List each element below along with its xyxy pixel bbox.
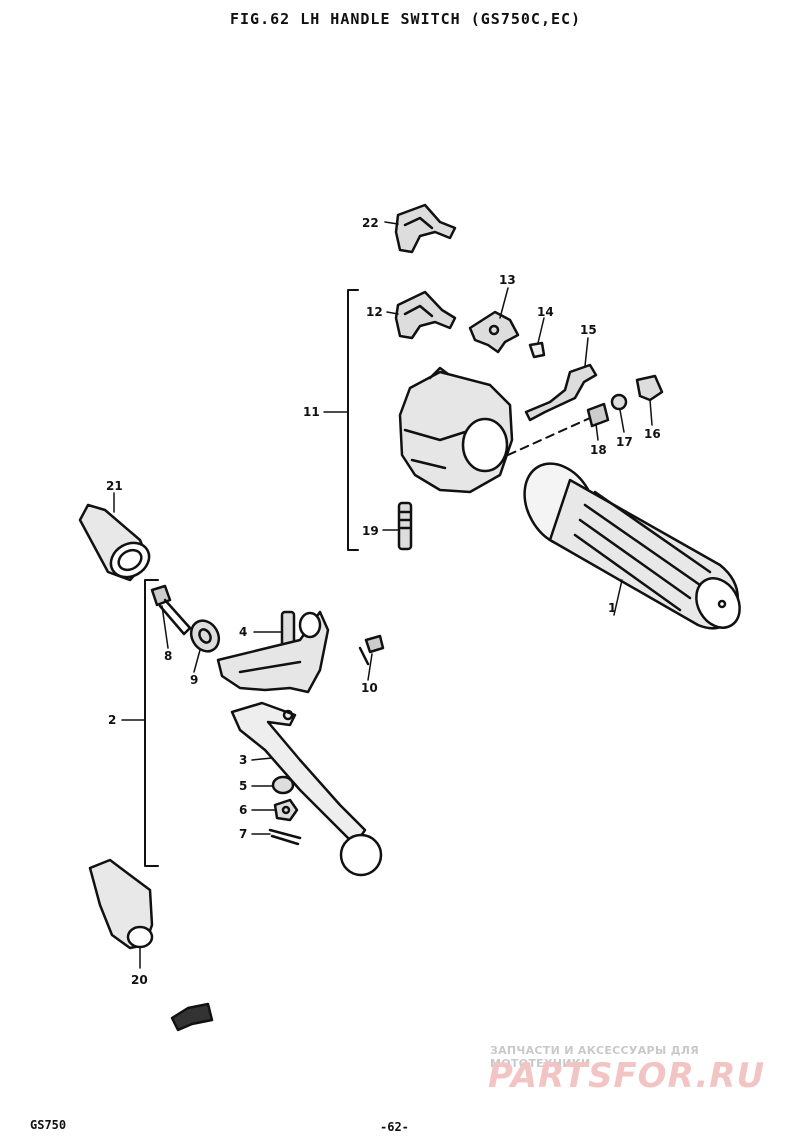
part-6-drawing: [273, 798, 299, 822]
label-part-19: 19: [362, 524, 379, 538]
label-part-1: 1: [608, 601, 616, 615]
label-part-3: 3: [239, 753, 247, 767]
part-7-drawing: [268, 828, 302, 846]
label-part-9: 9: [190, 673, 198, 687]
part-17-drawing: [610, 393, 628, 411]
label-part-8: 8: [164, 649, 172, 663]
label-part-6: 6: [239, 803, 247, 817]
label-part-21: 21: [106, 479, 123, 493]
label-part-2: 2: [108, 713, 116, 727]
part-3-drawing: [230, 701, 383, 877]
part-14-drawing: [528, 341, 546, 359]
label-part-5: 5: [239, 779, 247, 793]
figure-title: FIG.62 LH HANDLE SWITCH (GS750C,EC): [230, 10, 582, 28]
part-5-drawing: [271, 775, 295, 795]
label-part-11: 11: [303, 405, 320, 419]
part-20-drawing: [88, 858, 154, 950]
label-part-7: 7: [239, 827, 247, 841]
part-13-drawing: [468, 310, 520, 354]
part-12-drawing: [394, 290, 457, 340]
footer-page-number: -62-: [380, 1120, 409, 1134]
label-part-10: 10: [361, 681, 378, 695]
watermark-tagline: ЗАПЧАСТИ И АКСЕССУАРЫ ДЛЯ МОТОТЕХНИКИ: [490, 1044, 700, 1070]
watermark-logo: PARTSFOR.RU: [488, 1056, 766, 1096]
part-9-drawing: [189, 619, 221, 653]
label-part-12: 12: [366, 305, 383, 319]
part-15-drawing: [524, 363, 598, 422]
footer-model: GS750: [30, 1118, 67, 1132]
part-22-drawing: [394, 203, 457, 254]
part-11-drawing: [398, 366, 514, 494]
part-19-drawing: [397, 501, 413, 551]
label-part-13: 13: [499, 273, 516, 287]
part-1-drawing: [523, 462, 741, 630]
part-8-drawing: [150, 584, 192, 636]
part-21-drawing: [78, 503, 151, 582]
lever-bracket-drawing: [216, 610, 330, 694]
label-part-17: 17: [616, 435, 633, 449]
part-18-drawing: [586, 402, 610, 428]
part-16-drawing: [635, 374, 664, 402]
label-part-15: 15: [580, 323, 597, 337]
label-part-4: 4: [239, 625, 247, 639]
part-10-drawing: [358, 634, 385, 666]
label-part-20: 20: [131, 973, 148, 987]
label-part-16: 16: [644, 427, 661, 441]
label-part-18: 18: [590, 443, 607, 457]
label-part-22: 22: [362, 216, 379, 230]
label-part-14: 14: [537, 305, 554, 319]
direction-arrow-icon: [170, 1002, 214, 1032]
